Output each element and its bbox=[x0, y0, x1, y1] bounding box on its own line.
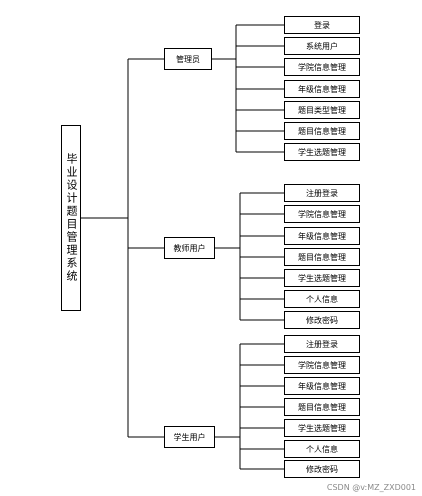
role-teacher: 教师用户 bbox=[164, 237, 215, 259]
role-admin: 管理员 bbox=[164, 48, 212, 70]
admin-item-login: 登录 bbox=[284, 16, 360, 34]
teacher-item-college-info: 学院信息管理 bbox=[284, 205, 360, 223]
student-item-register-login: 注册登录 bbox=[284, 335, 360, 353]
teacher-item-personal-info: 个人信息 bbox=[284, 290, 360, 308]
student-item-change-password: 修改密码 bbox=[284, 460, 360, 478]
student-item-grade-info: 年级信息管理 bbox=[284, 377, 360, 395]
admin-item-system-users: 系统用户 bbox=[284, 37, 360, 55]
student-item-personal-info: 个人信息 bbox=[284, 440, 360, 458]
teacher-item-topic-info: 题目信息管理 bbox=[284, 248, 360, 266]
admin-item-topic-type: 题目类型管理 bbox=[284, 101, 360, 119]
teacher-item-topic-selection: 学生选题管理 bbox=[284, 269, 360, 287]
admin-item-topic-info: 题目信息管理 bbox=[284, 122, 360, 140]
admin-item-grade-info: 年级信息管理 bbox=[284, 80, 360, 98]
student-item-college-info: 学院信息管理 bbox=[284, 356, 360, 374]
student-item-topic-info: 题目信息管理 bbox=[284, 398, 360, 416]
root-node: 毕业设计题目管理系统 bbox=[61, 125, 81, 311]
watermark: CSDN @v:MZ_ZXD001 bbox=[326, 483, 416, 492]
teacher-item-grade-info: 年级信息管理 bbox=[284, 227, 360, 245]
admin-item-college-info: 学院信息管理 bbox=[284, 58, 360, 76]
teacher-item-register-login: 注册登录 bbox=[284, 184, 360, 202]
admin-item-topic-selection: 学生选题管理 bbox=[284, 143, 360, 161]
teacher-item-change-password: 修改密码 bbox=[284, 311, 360, 329]
role-student: 学生用户 bbox=[164, 426, 215, 448]
student-item-topic-selection: 学生选题管理 bbox=[284, 419, 360, 437]
